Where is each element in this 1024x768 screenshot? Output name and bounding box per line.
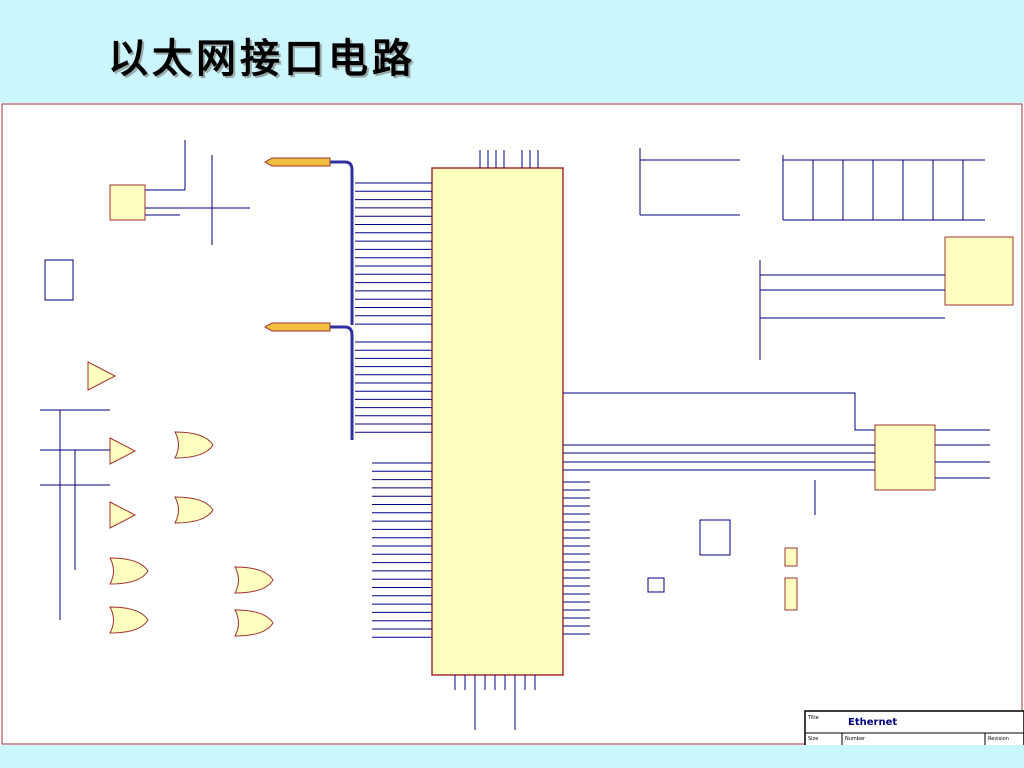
inverter-gates [109,437,137,529]
ethernet-schematic: Title Ethernet Size Number Revision [1,103,1024,745]
title-block: Title Ethernet Size Number Revision [804,710,1024,745]
revision-label: Revision [988,736,1009,742]
phy-wiring [563,392,990,515]
title-value: Ethernet [848,717,897,728]
address-bus-1 [330,160,354,325]
rj45-connector [944,236,1014,306]
jumper-1 [784,547,798,567]
title-label: Title [807,715,819,721]
eeprom-wiring [145,140,250,245]
gate-wiring [40,409,110,620]
schematic-sheet: Title Ethernet Size Number Revision [0,103,1024,745]
size-label: Size [808,736,818,742]
bus-port-2 [263,322,331,332]
ic-top-pins [479,150,539,168]
inverter-gate [87,361,117,391]
decoupling-block [44,259,74,301]
connector-wiring [759,260,945,360]
bus-port-1 [263,157,331,167]
jumper-2 [784,577,798,611]
ethernet-controller-ic [431,167,564,676]
led-pair [699,519,731,556]
crystal [647,577,665,593]
number-label: Number [845,736,866,742]
or-gates [109,431,274,637]
cap-group-wiring [639,148,740,216]
ic-bottom-pins [454,675,536,730]
address-bus-2 [330,325,354,440]
sheet-border [1,103,1023,745]
eeprom-ic [109,184,146,221]
slide-title: 以太网接口电路 [108,35,416,82]
transformer-ic [874,424,936,491]
